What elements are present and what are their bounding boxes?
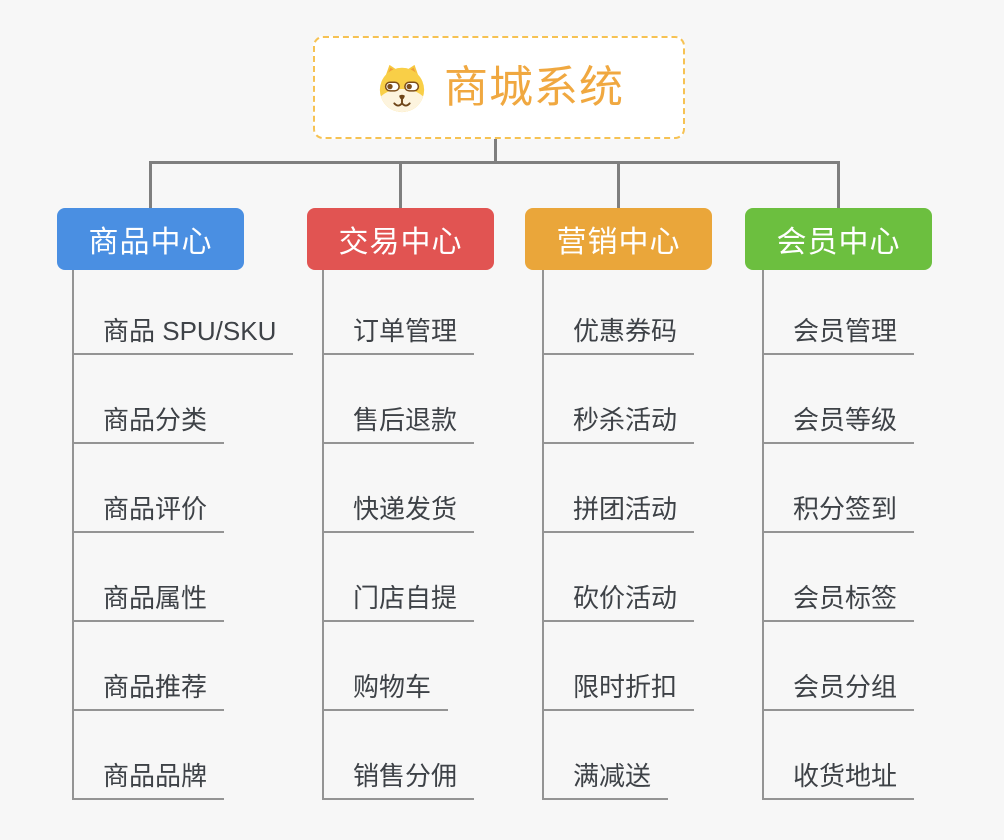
leaf-item[interactable]: 会员管理 [762,315,915,355]
shiba-dog-icon [379,64,425,112]
leaf-item[interactable]: 订单管理 [322,315,475,355]
connector-horizontal-rail [149,161,840,164]
branch-header-trade-center[interactable]: 交易中心 [307,208,494,270]
leaf-item[interactable]: 满减送 [542,760,669,800]
leaf-item[interactable]: 会员等级 [762,404,915,444]
leaf-item[interactable]: 限时折扣 [542,671,695,711]
leaf-item[interactable]: 商品分类 [72,404,225,444]
leaf-item[interactable]: 售后退款 [322,404,475,444]
connector-drop-marketing [617,161,620,209]
leaf-item[interactable]: 销售分佣 [322,760,475,800]
leaf-item[interactable]: 购物车 [322,671,449,711]
branch-column-member: 会员管理 会员等级 积分签到 会员标签 会员分组 收货地址 [762,270,915,800]
branch-column-marketing: 优惠券码 秒杀活动 拼团活动 砍价活动 限时折扣 满减送 [542,270,695,800]
leaf-item[interactable]: 收货地址 [762,760,915,800]
leaf-item[interactable]: 拼团活动 [542,493,695,533]
leaf-item[interactable]: 门店自提 [322,582,475,622]
leaf-item[interactable]: 积分签到 [762,493,915,533]
branch-column-trade: 订单管理 售后退款 快递发货 门店自提 购物车 销售分佣 [322,270,475,800]
leaf-item[interactable]: 商品属性 [72,582,225,622]
leaf-item[interactable]: 秒杀活动 [542,404,695,444]
leaf-item[interactable]: 商品 SPU/SKU [72,315,294,355]
connector-drop-trade [399,161,402,209]
branch-header-product-center[interactable]: 商品中心 [57,208,244,270]
branch-column-product: 商品 SPU/SKU 商品分类 商品评价 商品属性 商品推荐 商品品牌 [72,270,294,800]
leaf-item[interactable]: 会员分组 [762,671,915,711]
leaf-item[interactable]: 会员标签 [762,582,915,622]
branch-header-marketing-center[interactable]: 营销中心 [525,208,712,270]
leaf-item[interactable]: 商品评价 [72,493,225,533]
leaf-item[interactable]: 商品品牌 [72,760,225,800]
root-title: 商城系统 [444,62,624,112]
connector-drop-product [149,161,152,209]
leaf-item[interactable]: 优惠券码 [542,315,695,355]
leaf-item[interactable]: 商品推荐 [72,671,225,711]
root-node[interactable]: 商城系统 [313,36,685,139]
connector-drop-member [837,161,840,209]
leaf-item[interactable]: 快递发货 [322,493,475,533]
connector-root-stem [494,138,497,164]
branch-header-member-center[interactable]: 会员中心 [745,208,932,270]
leaf-item[interactable]: 砍价活动 [542,582,695,622]
